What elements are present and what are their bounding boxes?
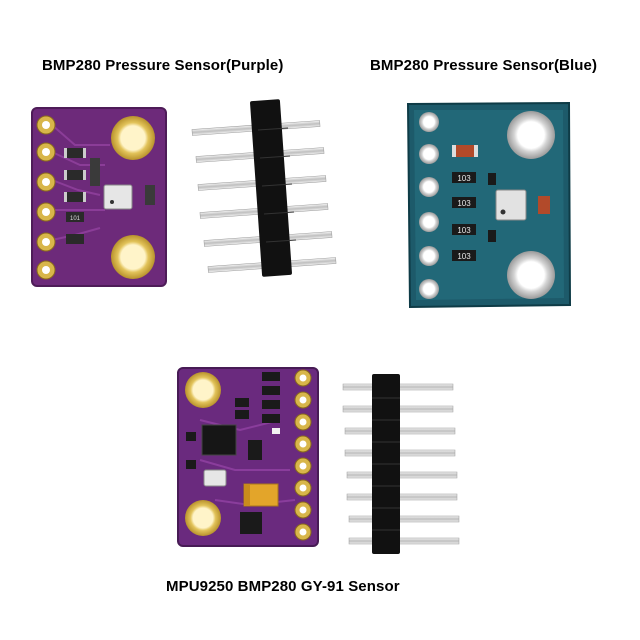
blue-header-pads [419,112,439,299]
purple-mount-hole-bottom [111,235,155,279]
blue-resistor-label-4: 103 [457,252,471,261]
gy91-bmp280-chip [203,469,227,487]
purple-sensor-caption: BMP280 Pressure Sensor(Purple) [42,57,284,74]
purple-header-pads [36,115,56,280]
blue-resistor-label-1: 103 [457,174,471,183]
purple-bmp280-chip [103,184,133,210]
gy91-mount-hole-top [185,372,221,408]
gy91-header-pads [294,369,312,541]
purple-mount-hole-top [111,116,155,160]
purple-bmp280-board: 101 [31,107,167,287]
blue-bmp280-chip [495,189,527,221]
gy91-mount-hole-bottom [185,500,221,536]
gy91-sensor-caption: MPU9250 BMP280 GY-91 Sensor [166,578,400,595]
blue-resistor-label-2: 103 [457,199,471,208]
blue-resistor-label-3: 103 [457,226,471,235]
pin-header-6-top [191,99,337,277]
blue-sensor-caption: BMP280 Pressure Sensor(Blue) [370,57,598,74]
gy91-board [177,367,319,547]
blue-resistors: 103 103 103 103 [452,172,476,261]
pin-header-8-bottom [342,374,460,554]
purple-resistor-label: 101 [70,216,81,222]
gy91-mpu9250-chip [201,424,237,456]
blue-mount-hole-bottom [507,251,555,299]
blue-bmp280-board: 103 103 103 103 [406,101,572,309]
blue-mount-hole-top [507,111,555,159]
